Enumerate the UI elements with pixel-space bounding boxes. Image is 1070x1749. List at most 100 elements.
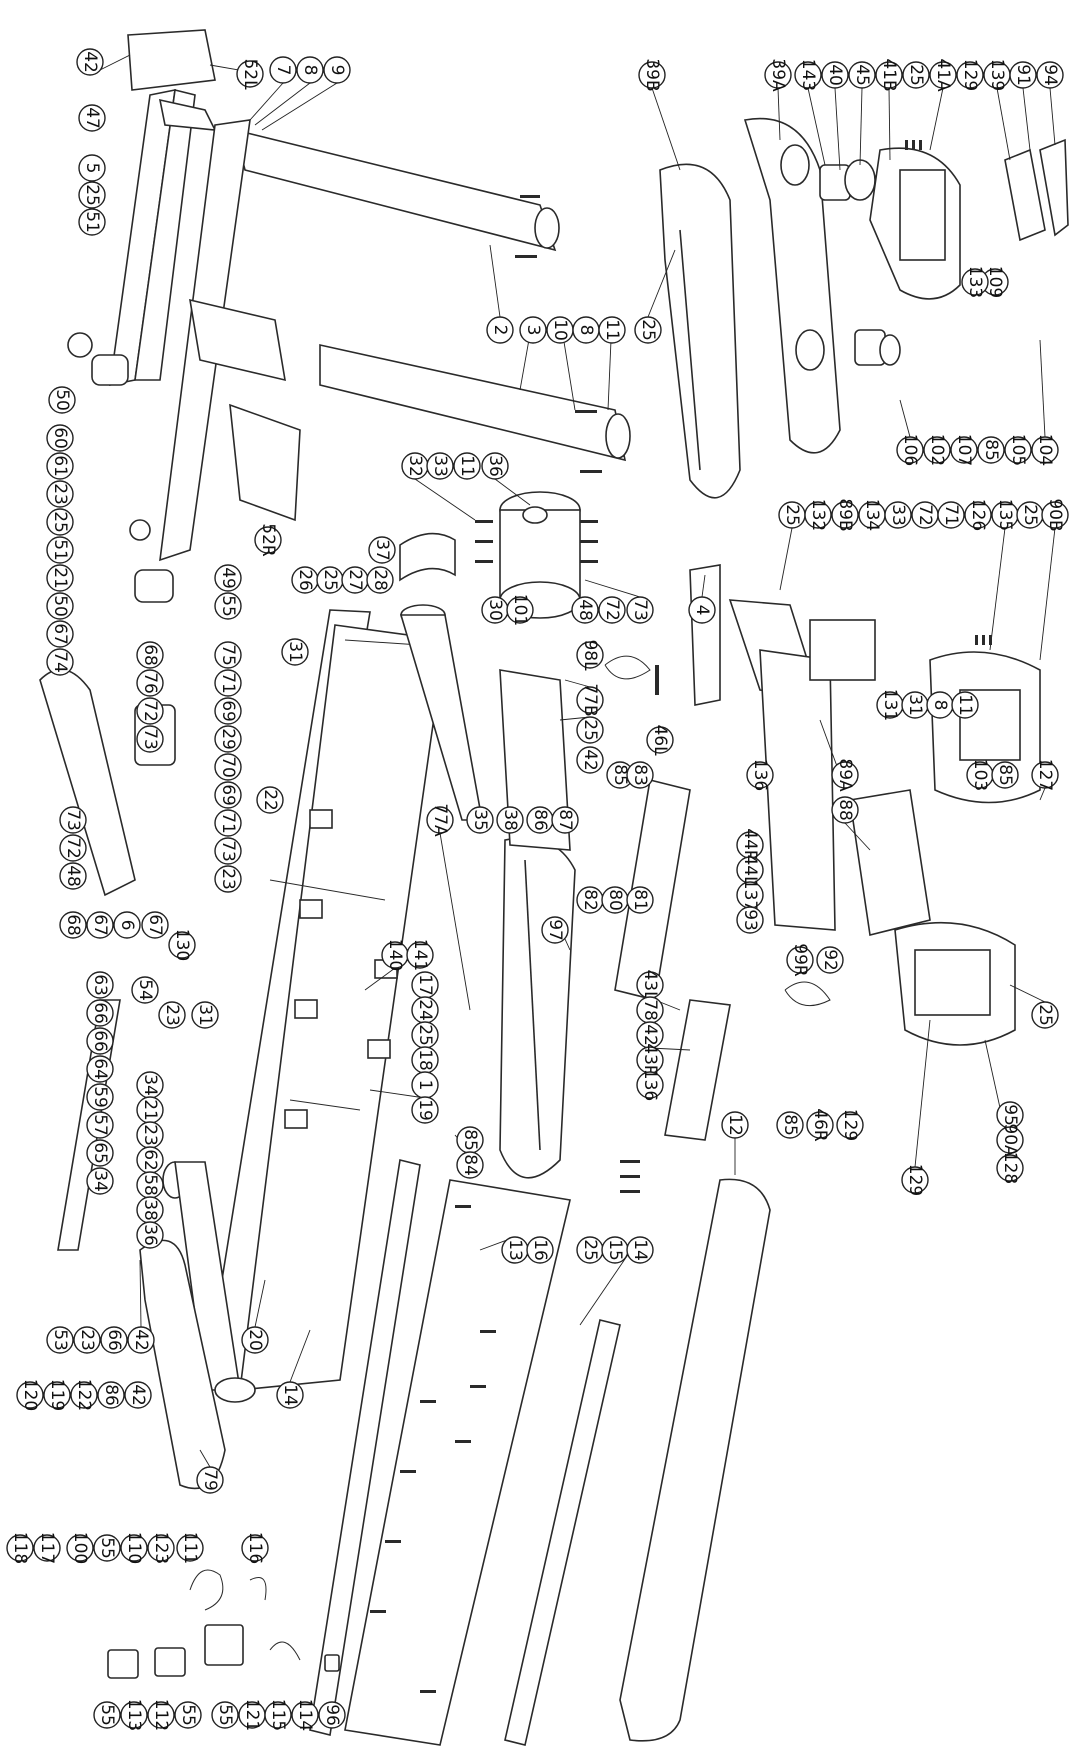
running-belt xyxy=(619,1178,771,1742)
console-board xyxy=(849,789,931,936)
callout-circle xyxy=(46,508,74,536)
callout-circle xyxy=(86,1027,114,1055)
console-frame-lower xyxy=(894,921,1016,1046)
callout-c16: 16 xyxy=(526,1236,554,1264)
callout-label: 127 xyxy=(1035,759,1055,791)
callout-circle xyxy=(746,761,774,789)
callout-circle xyxy=(571,596,599,624)
callout-c43l: 43L xyxy=(636,969,664,1001)
callout-c42d: 42 xyxy=(124,1381,152,1409)
callout-circle xyxy=(831,761,859,789)
callout-circle xyxy=(33,1534,61,1562)
callout-label: 3 xyxy=(523,325,543,336)
crossbar-lower xyxy=(319,344,631,462)
callout-label: 85 xyxy=(460,1129,480,1151)
callout-c35: 35 xyxy=(466,806,494,834)
callout-label: 140 xyxy=(385,939,405,971)
callout-c40: 40 xyxy=(821,61,849,89)
callout-c39a: 39A xyxy=(764,58,792,92)
callout-c42c: 42 xyxy=(127,1326,155,1354)
callout-c25g: 25 xyxy=(902,61,930,89)
callout-label: 136 xyxy=(640,1069,660,1101)
callout-c101: 101 xyxy=(506,594,534,626)
callout-label: 119 xyxy=(47,1379,67,1411)
callout-c66b: 66 xyxy=(86,1027,114,1055)
deck-frame xyxy=(204,609,446,1391)
callout-circle xyxy=(78,154,106,182)
callout-circle xyxy=(48,386,76,414)
callout-label: 81 xyxy=(630,889,650,911)
callout-c70: 70 xyxy=(214,753,242,781)
callout-label: 55 xyxy=(97,1704,117,1726)
callout-c76: 76 xyxy=(136,669,164,697)
callout-c42a: 42 xyxy=(76,48,104,76)
callout-c18: 18 xyxy=(411,1046,439,1074)
callout-label: 115 xyxy=(268,1699,288,1731)
callout-c82: 82 xyxy=(576,886,604,914)
callout-circle xyxy=(196,1466,224,1494)
callout-label: 98L xyxy=(580,639,600,671)
callout-c137: 137 xyxy=(736,879,764,911)
callout-circle xyxy=(902,61,930,89)
callout-label: 107 xyxy=(954,434,974,466)
callout-label: 134 xyxy=(862,499,882,531)
callout-c118: 118 xyxy=(6,1532,34,1564)
callout-c110: 110 xyxy=(120,1532,148,1564)
callout-label: 78 xyxy=(640,999,660,1021)
callout-circle xyxy=(241,1534,269,1562)
callout-c92: 92 xyxy=(816,946,844,974)
callout-c46r: 46R xyxy=(806,1108,834,1142)
callout-label: 34 xyxy=(140,1074,160,1096)
callout-label: 72 xyxy=(140,700,160,722)
callout-label: 42 xyxy=(640,1024,660,1046)
callout-label: 26 xyxy=(295,569,315,591)
callout-c31c: 31 xyxy=(901,691,929,719)
callout-circle xyxy=(214,641,242,669)
callout-circle xyxy=(366,566,394,594)
callout-circle xyxy=(281,638,309,666)
callout-label: 70 xyxy=(218,756,238,778)
callout-label: 36 xyxy=(140,1224,160,1246)
callout-label: 37 xyxy=(372,539,392,561)
callout-c44l: 44L xyxy=(736,854,764,886)
callout-circle xyxy=(961,268,989,296)
callout-circle xyxy=(1009,61,1037,89)
console-frame-top xyxy=(869,147,961,300)
callout-label: 85 xyxy=(780,1114,800,1136)
callout-circle xyxy=(86,911,114,939)
callout-c22: 22 xyxy=(256,786,284,814)
callout-label: 72 xyxy=(63,837,83,859)
callout-c71b: 71 xyxy=(214,809,242,837)
callout-circle xyxy=(786,946,814,974)
callout-label: 99R xyxy=(790,943,810,977)
callout-circle xyxy=(816,946,844,974)
callout-label: 133 xyxy=(965,266,985,298)
callout-c114: 114 xyxy=(291,1699,319,1731)
callout-c33a: 33 xyxy=(426,452,454,480)
callout-c109: 109 xyxy=(981,266,1009,298)
callout-label: 67 xyxy=(90,914,110,936)
callout-c50a: 50 xyxy=(48,386,76,414)
callout-label: 53 xyxy=(50,1329,70,1351)
callout-label: 67 xyxy=(145,914,165,936)
callout-c23c: 23 xyxy=(158,1001,186,1029)
callout-circle xyxy=(93,1701,121,1729)
callout-label: 13 xyxy=(505,1239,525,1261)
callout-c24: 24 xyxy=(411,996,439,1024)
callout-circle xyxy=(626,596,654,624)
callout-label: 57 xyxy=(90,1114,110,1136)
callout-label: 97 xyxy=(545,919,565,941)
callout-label: 44L xyxy=(740,854,760,886)
callout-label: 19 xyxy=(415,1099,435,1121)
callout-circle xyxy=(821,61,849,89)
callout-label: 29 xyxy=(218,728,238,750)
callout-label: 88 xyxy=(835,799,855,821)
callout-circle xyxy=(86,1139,114,1167)
callout-c116: 116 xyxy=(241,1532,269,1564)
callout-circle xyxy=(158,1001,186,1029)
callout-circle xyxy=(736,906,764,934)
callout-c25f: 25 xyxy=(576,1236,604,1264)
callout-c55e: 55 xyxy=(211,1701,239,1729)
callout-c10: 10 xyxy=(546,316,574,344)
callout-c77a: 77A xyxy=(426,803,454,837)
